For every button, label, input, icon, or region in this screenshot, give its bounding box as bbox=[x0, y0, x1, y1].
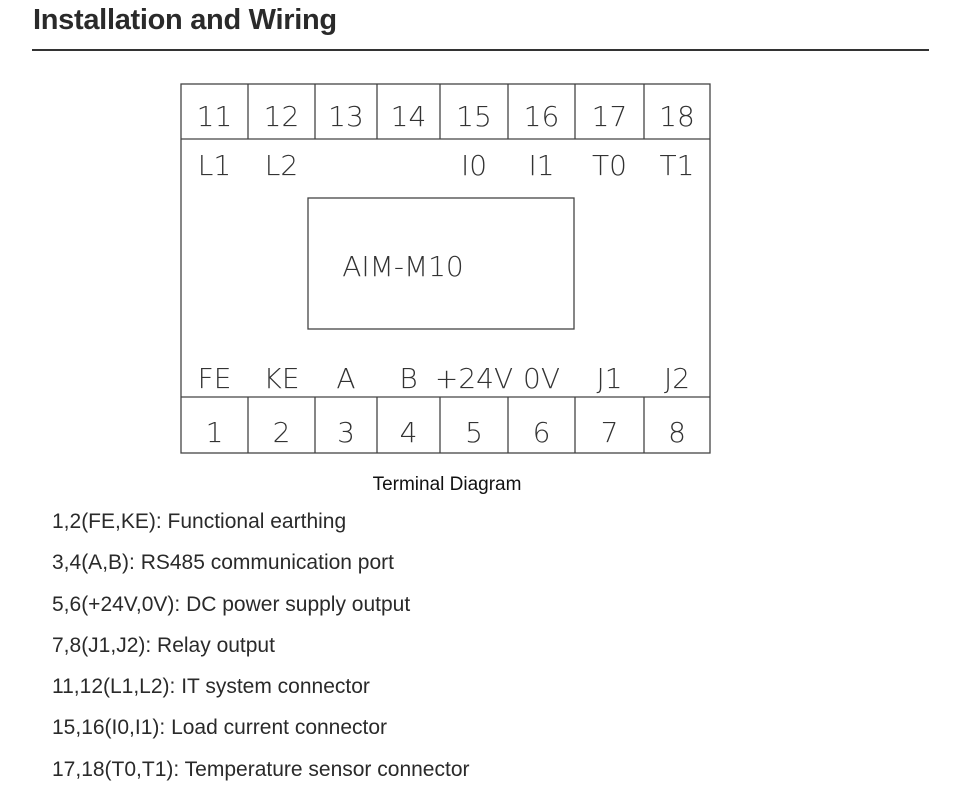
description-item: 5,6(+24V,0V): DC power supply output bbox=[52, 592, 411, 616]
terminal-label: J2 bbox=[664, 362, 690, 395]
description-item: 3,4(A,B): RS485 communication port bbox=[52, 551, 394, 575]
terminal-number: 16 bbox=[524, 100, 560, 133]
terminal-number: 6 bbox=[533, 416, 551, 449]
terminal-label: I0 bbox=[461, 149, 487, 182]
module-outline bbox=[180, 83, 711, 454]
terminal-number: 4 bbox=[400, 416, 418, 449]
title-divider bbox=[32, 49, 929, 51]
terminal-label: FE bbox=[198, 362, 232, 395]
terminal-number: 11 bbox=[197, 100, 233, 133]
terminal-label: J1 bbox=[596, 362, 622, 395]
terminal-label: T1 bbox=[660, 149, 695, 182]
terminal-number: 17 bbox=[592, 100, 628, 133]
description-item: 1,2(FE,KE): Functional earthing bbox=[52, 510, 347, 533]
terminal-label: +24V bbox=[435, 362, 513, 395]
terminal-number: 1 bbox=[206, 416, 224, 449]
terminal-number: 12 bbox=[264, 100, 300, 133]
terminal-label: B bbox=[399, 362, 417, 395]
terminal-label: L1 bbox=[198, 149, 231, 182]
page-title: Installation and Wiring bbox=[33, 4, 337, 36]
terminal-label: A bbox=[336, 362, 355, 395]
terminal-number: 2 bbox=[273, 416, 291, 449]
terminal-label: T0 bbox=[592, 149, 627, 182]
terminal-number: 14 bbox=[391, 100, 427, 133]
description-item: 7,8(J1,J2): Relay output bbox=[52, 633, 275, 657]
description-item: 17,18(T0,T1): Temperature sensor connect… bbox=[52, 757, 470, 781]
description-item: 15,16(I0,I1): Load current connector bbox=[52, 716, 388, 740]
terminal-label: I1 bbox=[528, 149, 554, 182]
terminal-label: L2 bbox=[265, 149, 298, 182]
terminal-number: 5 bbox=[465, 416, 483, 449]
description-item: 11,12(L1,L2): IT system connector bbox=[52, 675, 370, 699]
terminal-number: 8 bbox=[668, 416, 686, 449]
terminal-number: 7 bbox=[601, 416, 619, 449]
terminal-number: 18 bbox=[659, 100, 695, 133]
terminal-number: 13 bbox=[328, 100, 364, 133]
terminal-description-list: 1,2(FE,KE): Functional earthing 3,4(A,B)… bbox=[52, 508, 470, 797]
terminal-label: 0V bbox=[523, 362, 560, 395]
terminal-label: KE bbox=[263, 362, 299, 395]
terminal-number: 15 bbox=[456, 100, 492, 133]
diagram-caption: Terminal Diagram bbox=[372, 474, 522, 495]
terminal-number: 3 bbox=[337, 416, 355, 449]
model-box bbox=[307, 197, 575, 330]
model-name: AIM-M10 bbox=[342, 250, 463, 283]
